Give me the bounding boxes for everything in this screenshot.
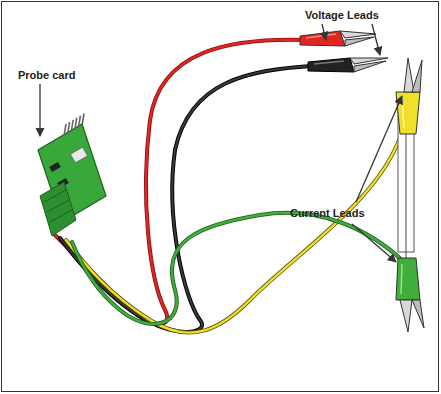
black-alligator-clip: [308, 58, 388, 72]
green-alligator-clip: [396, 258, 424, 332]
probe-card: [38, 124, 106, 236]
leader-arrows: [40, 24, 402, 262]
header-pins: [64, 114, 84, 137]
callout-label: Voltage Leads: [305, 9, 379, 22]
wires: [55, 40, 404, 333]
callout-label: Current Leads: [290, 207, 365, 220]
yellow-alligator-clip: [396, 58, 422, 134]
red-alligator-clip: [300, 31, 376, 46]
callout-label: Probe card: [18, 69, 75, 82]
